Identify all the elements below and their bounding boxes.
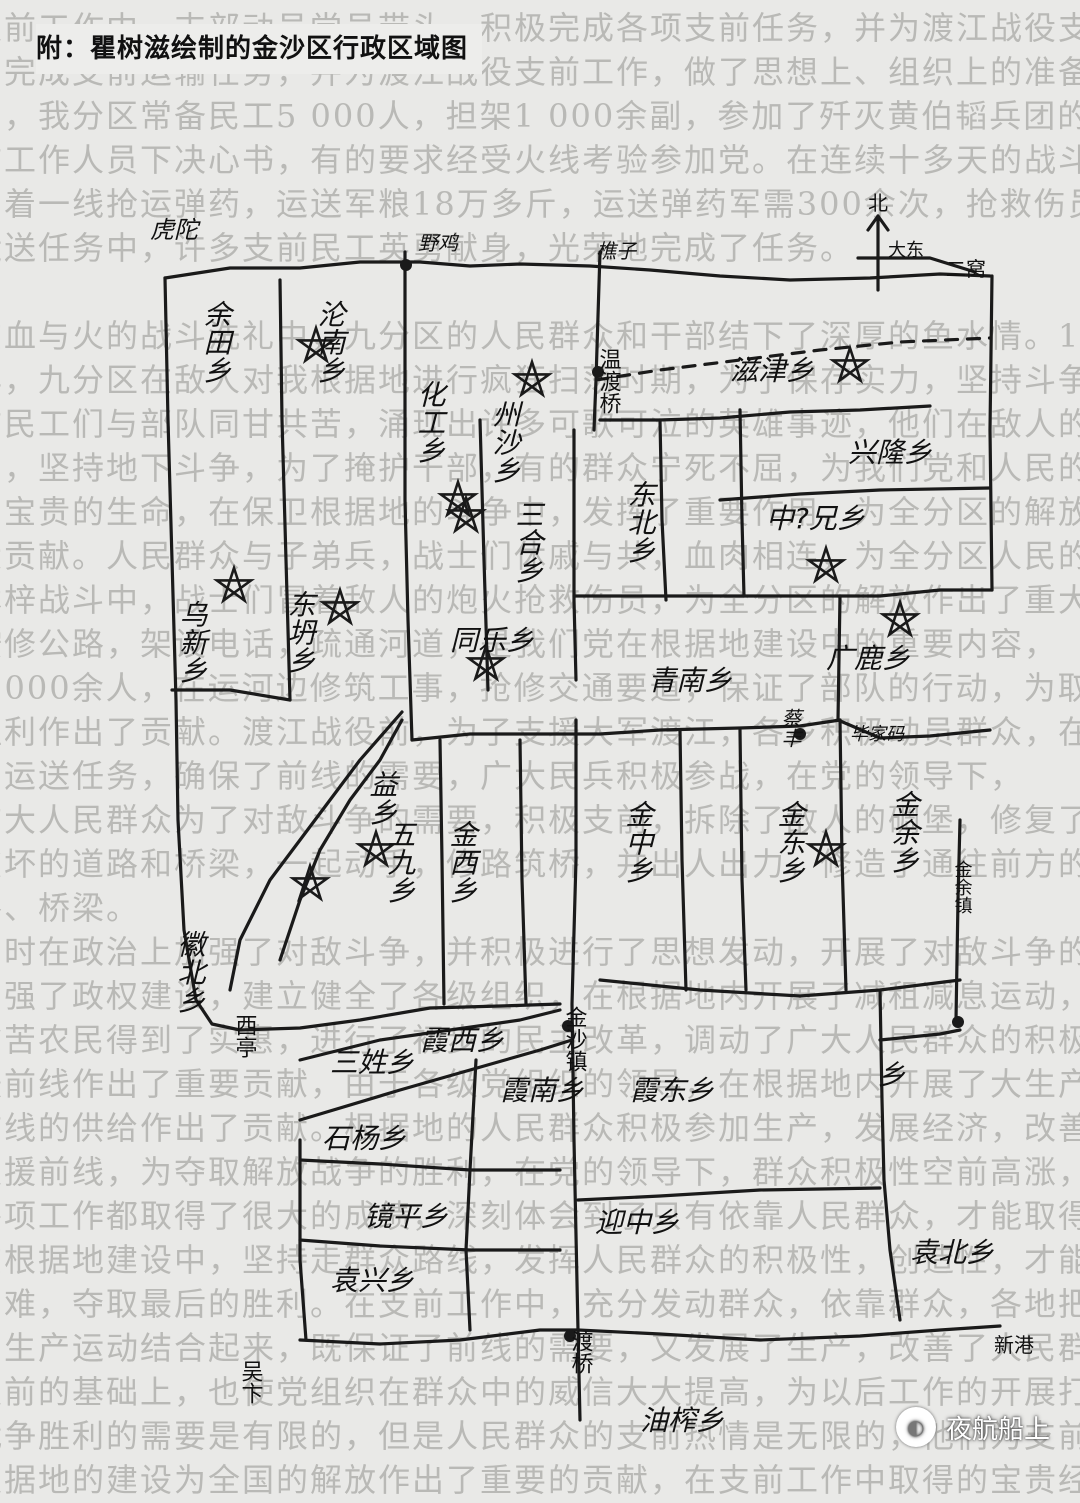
township-label: 镜平乡 — [364, 1200, 448, 1233]
township-label: 徽北乡 — [174, 930, 207, 1014]
township-label: 州沙乡 — [489, 400, 522, 484]
star-marker — [828, 343, 872, 385]
place-caifeng: 蔡丰 — [778, 708, 802, 748]
township-label: 金余乡 — [888, 790, 921, 874]
township-label: 三合乡 — [512, 500, 545, 584]
township-label: 乡 — [874, 1060, 907, 1088]
township-label: 青南乡 — [648, 664, 732, 697]
township-label: 油榨乡 — [640, 1404, 724, 1437]
township-label: 余田乡 — [200, 300, 233, 384]
star-marker — [212, 563, 256, 605]
star-marker — [318, 585, 362, 627]
compass-extra: 二窝 — [946, 257, 986, 281]
place-yeji: 野鸡 — [418, 231, 460, 255]
township-label: 霞西乡 — [420, 1024, 504, 1057]
township-label: 广鹿乡 — [826, 642, 910, 675]
place-bijia: 毕家码 — [850, 724, 905, 745]
star-marker — [804, 827, 848, 869]
township-label: 沦南乡 — [314, 300, 347, 384]
township-label: 迎中乡 — [595, 1206, 679, 1239]
figure-caption: 附：瞿树滋绘制的金沙区行政区域图 — [36, 24, 483, 74]
township-label: 金东乡 — [774, 800, 807, 884]
compass-east: 大东 — [888, 240, 924, 261]
township-label: 袁北乡 — [910, 1236, 994, 1269]
star-marker — [464, 641, 508, 683]
township-label: 五九乡 — [384, 820, 417, 904]
place-wubian: 吴卞 — [238, 1360, 264, 1404]
place-bottom-bridge: 渡桥 — [568, 1330, 594, 1374]
township-label: 东坍乡 — [284, 590, 317, 674]
place-jinsha-town: 金沙镇 — [562, 1006, 588, 1072]
watermark: ◐ 夜航船上 — [895, 1407, 1050, 1447]
star-marker — [354, 827, 398, 869]
wechat-icon: ◐ — [895, 1407, 936, 1447]
township-label: 袁兴乡 — [330, 1264, 414, 1297]
star-marker — [288, 861, 332, 903]
place-qiaozi: 樵子 — [596, 239, 638, 263]
township-label: 同乐乡 — [450, 624, 534, 657]
place-hulu: 虎陀 — [150, 216, 201, 244]
township-label: 中?兄乡 — [766, 502, 865, 535]
township-label: 滋津乡 — [730, 354, 814, 387]
township-label: 化工乡 — [414, 380, 447, 464]
township-label: 金西乡 — [446, 820, 479, 904]
township-label: 金中乡 — [622, 800, 655, 884]
township-label: 霞东乡 — [630, 1074, 714, 1107]
star-marker — [294, 323, 338, 365]
township-label: 益乡 — [366, 770, 399, 826]
place-jinyu-town: 金余镇 — [952, 860, 973, 914]
township-label: 三姓乡 — [330, 1046, 414, 1079]
star-marker — [444, 493, 488, 535]
star-marker — [878, 597, 922, 639]
township-label: 石杨乡 — [322, 1122, 406, 1155]
place-xiting: 西亭 — [232, 1014, 257, 1058]
place-xingang: 新港 — [994, 1333, 1034, 1357]
watermark-text: 夜航船上 — [945, 1414, 1050, 1445]
compass-north: 北 — [868, 191, 888, 215]
township-label: 兴隆乡 — [848, 436, 932, 469]
star-marker — [510, 357, 554, 399]
township-label: 乌新乡 — [176, 600, 209, 684]
township-label: 东北乡 — [624, 480, 657, 564]
star-marker — [804, 543, 848, 585]
place-wendu-bridge: 温渡桥 — [596, 348, 622, 414]
township-label: 霞南乡 — [500, 1074, 584, 1107]
